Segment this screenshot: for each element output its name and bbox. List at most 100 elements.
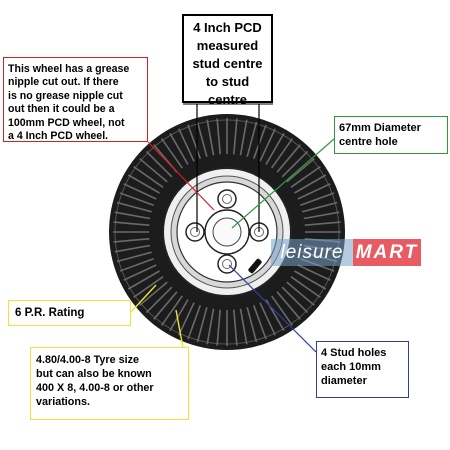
tread-block bbox=[127, 174, 160, 194]
tread-block bbox=[187, 124, 202, 159]
tread-block bbox=[252, 124, 267, 159]
tread-block bbox=[246, 121, 258, 157]
ply-rating-callout: 6 P.R. Rating bbox=[8, 300, 131, 326]
callout-line: but can also be known bbox=[36, 368, 152, 380]
pcd-callout: 4 Inch PCD measured stud centre to stud … bbox=[182, 14, 273, 107]
tread-block bbox=[178, 302, 195, 336]
centre-leader-line bbox=[231, 138, 335, 229]
tread-block bbox=[114, 211, 151, 220]
tread-block bbox=[160, 138, 183, 169]
callout-line: 4 Inch PCD bbox=[193, 20, 262, 35]
tread-block bbox=[303, 211, 340, 220]
tread-block bbox=[233, 309, 238, 346]
tread-block bbox=[246, 307, 258, 343]
tread-block bbox=[169, 299, 189, 332]
tread-block bbox=[145, 286, 173, 314]
tread-block bbox=[187, 305, 202, 340]
tread-block bbox=[127, 270, 160, 290]
tread-block bbox=[116, 201, 152, 213]
stud-hole-inner bbox=[222, 194, 232, 204]
tread-block bbox=[259, 128, 276, 162]
tread-block bbox=[239, 308, 248, 345]
callout-line: 4.80/4.00-8 Tyre size bbox=[36, 354, 140, 366]
wheel-rim bbox=[162, 167, 292, 297]
tread-block bbox=[297, 183, 331, 200]
tread-block bbox=[196, 121, 208, 157]
callout-line: This wheel has a grease bbox=[8, 63, 130, 75]
tread-block bbox=[239, 119, 248, 156]
centre-hole-callout: 67mm Diameter centre hole bbox=[334, 116, 448, 154]
callout-line: stud centre bbox=[192, 56, 263, 71]
tread-block bbox=[300, 192, 335, 207]
tread-block bbox=[113, 238, 150, 243]
tread-block bbox=[286, 281, 315, 306]
tread-block bbox=[123, 264, 157, 281]
tread-block bbox=[133, 276, 164, 299]
callout-line: centre hole bbox=[339, 136, 398, 148]
stud-hole-inner bbox=[222, 259, 232, 269]
tread-block bbox=[145, 150, 173, 178]
callout-line: 67mm Diameter bbox=[339, 122, 421, 134]
callout-line: centre bbox=[207, 92, 248, 107]
callout-line: 400 X 8, 4.00-8 or other bbox=[36, 382, 154, 394]
watermark-logo: leisure MART bbox=[271, 239, 421, 266]
callout-line: 6 P.R. Rating bbox=[15, 307, 85, 319]
callout-line: each 10mm bbox=[321, 361, 381, 373]
callout-line: to stud bbox=[205, 74, 250, 89]
tread-block bbox=[114, 244, 151, 253]
tread-block bbox=[297, 264, 331, 281]
tread-block bbox=[206, 119, 215, 156]
tread-block bbox=[153, 291, 178, 320]
grease-leader-line bbox=[147, 141, 215, 211]
tread-block bbox=[294, 174, 327, 194]
stud-holes-callout: 4 Stud holes each 10mm diameter bbox=[316, 341, 409, 398]
callout-line: measured bbox=[196, 38, 259, 53]
tread-block bbox=[116, 251, 152, 263]
leader-lines bbox=[130, 103, 335, 381]
tread-block bbox=[139, 158, 168, 183]
tread-block bbox=[119, 192, 154, 207]
tread-block bbox=[271, 295, 294, 326]
tread-block bbox=[169, 132, 189, 165]
tread-block bbox=[160, 295, 183, 326]
tread-block bbox=[294, 270, 327, 290]
tread-block bbox=[304, 221, 341, 226]
tread-block bbox=[302, 201, 338, 213]
grease-nipple-callout: This wheel has a grease nipple cut out. … bbox=[3, 57, 148, 142]
tread-block bbox=[252, 305, 267, 340]
watermark-left-text: leisure bbox=[271, 239, 353, 266]
tread-block bbox=[265, 132, 285, 165]
tread-block bbox=[119, 257, 154, 272]
rating-leader-line bbox=[130, 284, 157, 313]
tread-block bbox=[178, 128, 195, 162]
watermark-right-text: MART bbox=[353, 239, 421, 266]
callout-line: out then it could be a bbox=[8, 103, 115, 116]
tread-block bbox=[276, 291, 301, 320]
tread-block bbox=[290, 276, 321, 299]
stud-hole-inner bbox=[190, 227, 200, 237]
tread-block bbox=[281, 150, 309, 178]
callout-line: 4 Stud holes bbox=[321, 347, 387, 359]
tread-block bbox=[196, 307, 208, 343]
tread-block bbox=[139, 281, 168, 306]
tread-block bbox=[123, 183, 157, 200]
callout-line: 100mm PCD wheel, not bbox=[8, 116, 125, 129]
centre-hole-inner bbox=[212, 217, 242, 247]
tread-block bbox=[286, 158, 315, 183]
tyre-size-callout: 4.80/4.00-8 Tyre size but can also be kn… bbox=[30, 347, 189, 420]
tread-block bbox=[281, 286, 309, 314]
tread-block bbox=[216, 118, 221, 155]
tread-block bbox=[206, 308, 215, 345]
callout-line: diameter bbox=[321, 375, 367, 387]
tread-block bbox=[271, 138, 294, 169]
tread-block bbox=[233, 118, 238, 155]
callout-line: is no grease nipple cut bbox=[8, 89, 123, 102]
tread-block bbox=[290, 165, 321, 188]
tread-block bbox=[113, 221, 150, 226]
valve-stem-icon bbox=[248, 258, 262, 274]
callout-line: a 4 Inch PCD wheel. bbox=[8, 130, 109, 143]
tread-block bbox=[133, 165, 164, 188]
callout-line: variations. bbox=[36, 396, 91, 408]
tread-block bbox=[216, 309, 221, 346]
